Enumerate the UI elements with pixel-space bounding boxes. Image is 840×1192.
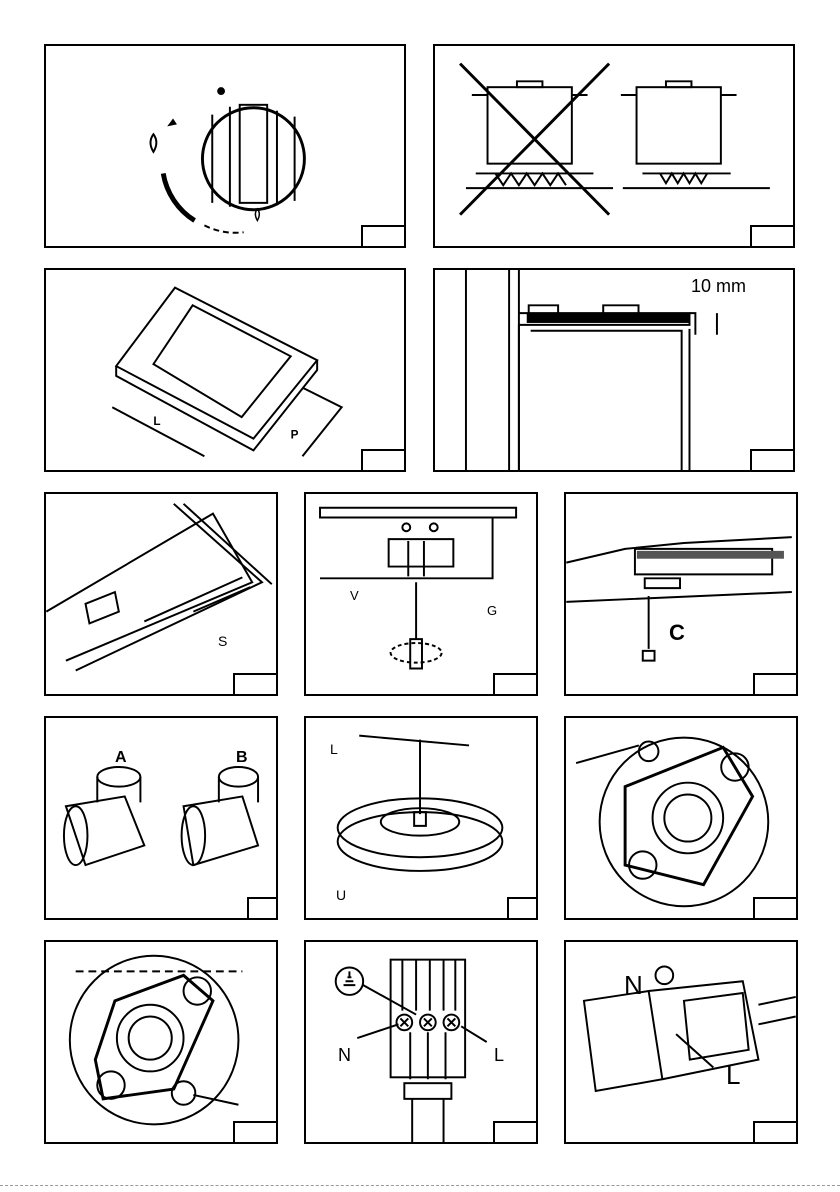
seal-label: S — [218, 634, 227, 648]
dimension-label-l: L — [153, 415, 160, 428]
fig-valve-bottom — [44, 940, 278, 1144]
connection-box-illustration — [566, 942, 796, 1142]
figure-number-box — [233, 1121, 277, 1143]
fig-seal: S — [44, 492, 278, 696]
figure-number-box — [493, 1121, 537, 1143]
clearance-label: 10 mm — [691, 277, 746, 295]
figure-number-box — [753, 897, 797, 919]
figure-number-box — [753, 1121, 797, 1143]
valve-illustration-top — [566, 718, 796, 918]
figure-number-box — [753, 673, 797, 695]
fig-connection-box: N L — [564, 940, 798, 1144]
fittings-illustration — [46, 718, 276, 918]
fig-fittings: A B — [44, 716, 278, 920]
figure-number-box — [750, 225, 794, 247]
figure-number-box — [233, 673, 277, 695]
screw-illustration — [306, 494, 536, 694]
fig-cutout: L P — [44, 268, 406, 472]
figure-number-box — [247, 897, 277, 919]
clamp-illustration — [566, 494, 796, 694]
page-footer-dashes — [0, 1185, 840, 1192]
figure-number-box — [507, 897, 537, 919]
fig-burner-key: L U — [304, 716, 538, 920]
terminal-block-illustration — [306, 942, 536, 1142]
fig-screw: V G — [304, 492, 538, 696]
fig-knob — [44, 44, 406, 248]
valve-illustration-bottom — [46, 942, 276, 1142]
fig-valve-top — [564, 716, 798, 920]
screw-label-g: G — [487, 604, 497, 617]
fig-terminal-block: N L — [304, 940, 538, 1144]
clamp-label-c: C — [669, 622, 685, 644]
figure-number-box — [750, 449, 794, 471]
terminal-label-n: N — [338, 1046, 351, 1064]
fig-clearance: 10 mm — [433, 268, 795, 472]
clearance-illustration — [435, 270, 793, 470]
cutout-illustration: L P — [46, 270, 404, 470]
dimension-label-p: P — [291, 429, 299, 442]
figure-number-box — [361, 449, 405, 471]
fig-pot-on-burner — [433, 44, 795, 248]
terminal-label-l: L — [494, 1046, 504, 1064]
figure-number-box — [361, 225, 405, 247]
box-label-n: N — [624, 972, 643, 998]
key-label-l: L — [330, 742, 338, 756]
figure-number-box — [493, 673, 537, 695]
pot-illustration — [435, 46, 793, 246]
key-label-u: U — [336, 888, 346, 902]
fitting-label-a: A — [115, 750, 127, 766]
screw-label-v: V — [350, 589, 359, 602]
seal-illustration — [46, 494, 276, 694]
fitting-label-b: B — [236, 750, 248, 766]
fig-clamp: C — [564, 492, 798, 696]
knob-illustration — [46, 46, 404, 246]
box-label-l: L — [726, 1062, 740, 1088]
